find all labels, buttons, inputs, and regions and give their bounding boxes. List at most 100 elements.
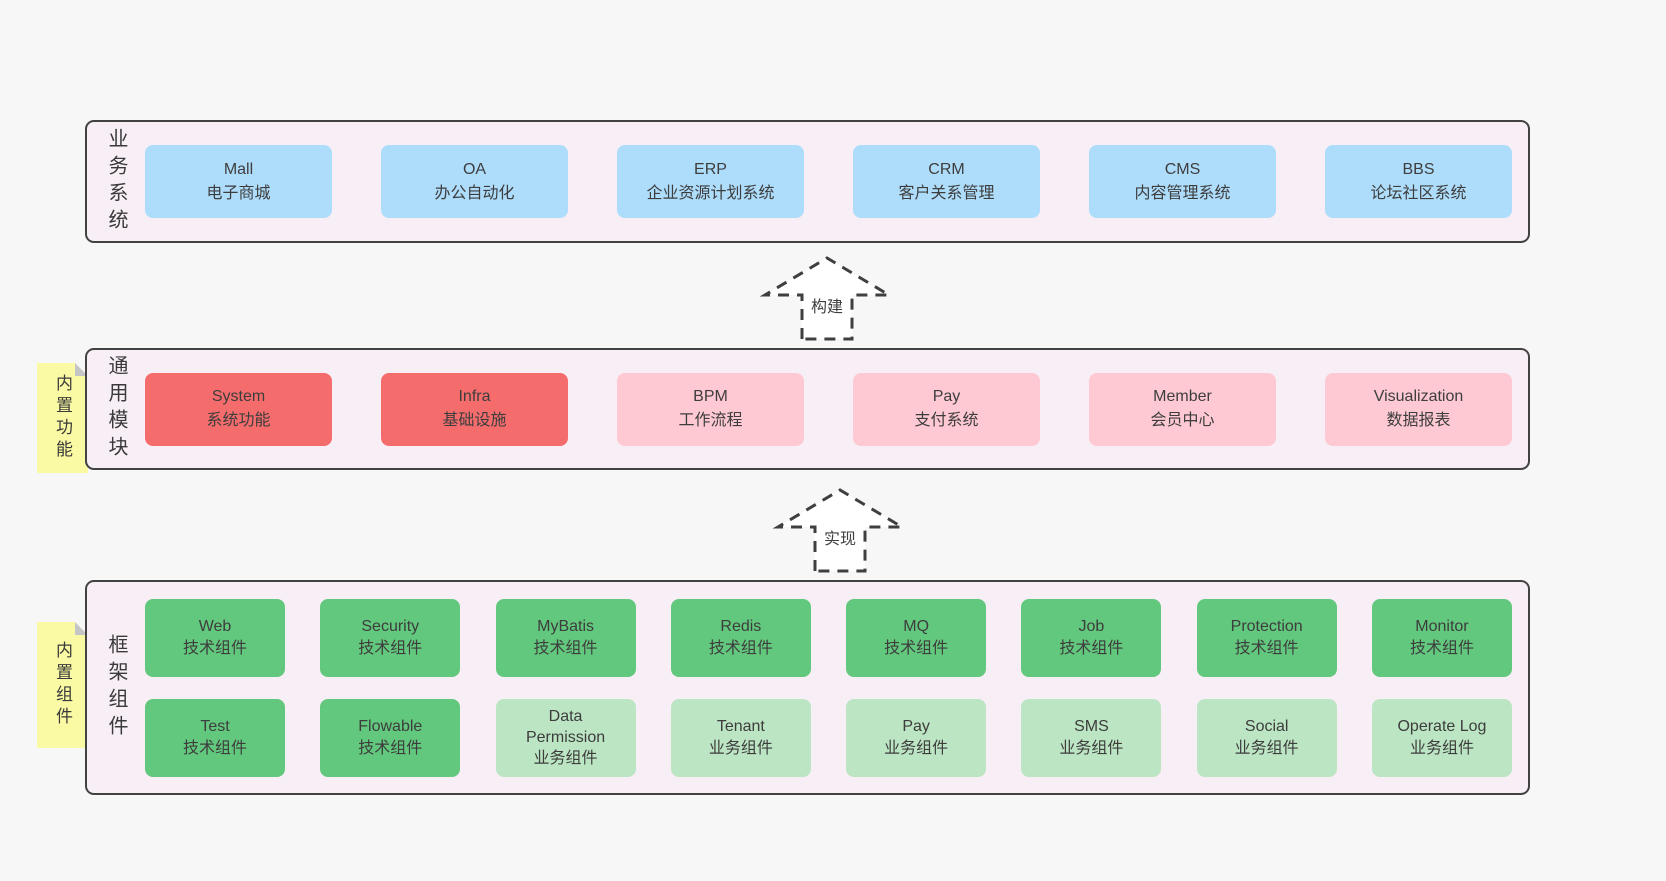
- node-title: Data Permission: [525, 707, 606, 746]
- node-title: Infra: [458, 388, 491, 405]
- node-monitor: Monitor 技术组件: [1371, 598, 1512, 677]
- node-sms: SMS 业务组件: [1021, 698, 1162, 777]
- node-subtitle: 技术组件: [1409, 639, 1474, 657]
- layer-business-systems: 业务系统 Mall 电子商城 OA 办公自动化 ERP 企业资源计划系统 CRM: [85, 120, 1530, 243]
- node-subtitle: 电子商城: [206, 184, 271, 202]
- layer-business-label: 业务系统: [105, 127, 127, 236]
- layer-modules-label: 通用模块: [105, 355, 127, 463]
- node-subtitle: 内容管理系统: [1134, 184, 1231, 202]
- node-title: CMS: [1164, 160, 1201, 178]
- layer-label-column: 框架组件: [87, 582, 145, 793]
- layer-framework-components: 框架组件 Web 技术组件 Security 技术组件 MyBatis 技术组件…: [85, 580, 1530, 795]
- sticky-label: 内置组件: [53, 641, 72, 729]
- node-title: Social: [1244, 718, 1289, 736]
- sticky-note-built-in-functions: 内置功能: [37, 363, 88, 473]
- node-pay-module: Pay 支付系统: [853, 372, 1040, 446]
- node-subtitle: 工作流程: [678, 412, 743, 429]
- node-subtitle: 业务组件: [884, 739, 949, 757]
- node-job: Job 技术组件: [1021, 598, 1162, 677]
- node-title: SMS: [1074, 718, 1109, 736]
- node-title: Monitor: [1415, 618, 1469, 636]
- node-subtitle: 业务组件: [1409, 739, 1474, 757]
- node-subtitle: 技术组件: [884, 639, 949, 657]
- implement-arrow-label: 实现: [824, 530, 856, 548]
- node-protection: Protection 技术组件: [1196, 598, 1337, 677]
- node-title: Redis: [720, 618, 762, 636]
- layer-components-boxes: Web 技术组件 Security 技术组件 MyBatis 技术组件 Redi…: [145, 582, 1528, 793]
- node-title: Test: [200, 718, 230, 736]
- node-title: Job: [1078, 618, 1105, 636]
- node-web: Web 技术组件: [145, 598, 285, 677]
- node-erp: ERP 企业资源计划系统: [617, 145, 804, 218]
- node-crm: CRM 客户关系管理: [853, 145, 1040, 218]
- node-title: MyBatis: [537, 618, 595, 636]
- node-social: Social 业务组件: [1196, 698, 1337, 777]
- node-title: MQ: [903, 618, 930, 636]
- node-mq: MQ 技术组件: [846, 598, 987, 677]
- implement-arrow-icon: 实现: [770, 487, 910, 580]
- node-subtitle: 基础设施: [442, 412, 507, 429]
- node-member: Member 会员中心: [1089, 372, 1276, 446]
- node-subtitle: 系统功能: [206, 412, 271, 429]
- node-cms: CMS 内容管理系统: [1089, 145, 1276, 218]
- node-title: Operate Log: [1397, 718, 1487, 736]
- layer-common-modules: 通用模块 System 系统功能 Infra 基础设施 BPM 工作流程 Pay: [85, 348, 1530, 470]
- node-operate-log: Operate Log 业务组件: [1371, 698, 1512, 777]
- node-title: CRM: [928, 160, 965, 178]
- node-title: BBS: [1402, 160, 1435, 178]
- node-subtitle: 技术组件: [358, 739, 423, 757]
- node-subtitle: 技术组件: [1234, 639, 1299, 657]
- node-subtitle: 业务组件: [708, 739, 773, 757]
- layer-label-column: 通用模块: [87, 350, 145, 468]
- node-title: Tenant: [716, 718, 765, 736]
- node-visualization: Visualization 数据报表: [1325, 372, 1512, 446]
- node-mall: Mall 电子商城: [145, 145, 332, 218]
- node-bpm: BPM 工作流程: [617, 372, 804, 446]
- node-title: Protection: [1230, 618, 1303, 636]
- node-title: Security: [361, 618, 420, 636]
- node-test: Test 技术组件: [145, 698, 285, 777]
- sticky-label: 内置功能: [53, 374, 72, 462]
- node-title: Flowable: [358, 718, 423, 736]
- node-subtitle: 会员中心: [1150, 412, 1215, 429]
- node-oa: OA 办公自动化: [381, 145, 568, 218]
- layer-modules-boxes: System 系统功能 Infra 基础设施 BPM 工作流程 Pay 支付系统…: [145, 350, 1528, 468]
- node-title: Visualization: [1373, 388, 1464, 405]
- node-subtitle: 技术组件: [1059, 639, 1124, 657]
- node-title: ERP: [694, 160, 727, 178]
- node-title: Member: [1153, 388, 1212, 405]
- node-title: Web: [198, 618, 232, 636]
- layer-label-column: 业务系统: [87, 122, 145, 241]
- node-subtitle: 技术组件: [533, 639, 598, 657]
- node-redis: Redis 技术组件: [670, 598, 811, 677]
- node-title: Mall: [223, 160, 254, 178]
- node-subtitle: 技术组件: [182, 639, 247, 657]
- box-row-1: Web 技术组件 Security 技术组件 MyBatis 技术组件 Redi…: [145, 598, 1512, 677]
- up-arrow-icon: [772, 488, 908, 573]
- node-title: Pay: [932, 388, 961, 405]
- node-subtitle: 技术组件: [708, 639, 773, 657]
- node-mybatis: MyBatis 技术组件: [495, 598, 636, 677]
- node-security: Security 技术组件: [320, 598, 461, 677]
- node-system: System 系统功能: [145, 372, 332, 446]
- build-arrow-icon: 构建: [757, 255, 897, 348]
- node-title: OA: [462, 160, 487, 178]
- node-data-permission: Data Permission 业务组件: [495, 698, 636, 777]
- node-bbs: BBS 论坛社区系统: [1325, 145, 1512, 218]
- node-flowable: Flowable 技术组件: [320, 698, 461, 777]
- node-subtitle: 企业资源计划系统: [646, 184, 775, 202]
- node-title: BPM: [693, 388, 728, 405]
- node-title: Pay: [902, 718, 930, 736]
- build-arrow-label: 构建: [811, 298, 843, 316]
- box-row: System 系统功能 Infra 基础设施 BPM 工作流程 Pay 支付系统…: [145, 372, 1512, 446]
- up-arrow-icon: [759, 256, 895, 341]
- node-title: System: [211, 388, 266, 405]
- node-subtitle: 业务组件: [1059, 739, 1124, 757]
- node-subtitle: 客户关系管理: [898, 184, 995, 202]
- node-subtitle: 论坛社区系统: [1370, 184, 1467, 202]
- node-subtitle: 技术组件: [358, 639, 423, 657]
- sticky-note-built-in-components: 内置组件: [37, 622, 88, 748]
- node-tenant: Tenant 业务组件: [670, 698, 811, 777]
- node-subtitle: 办公自动化: [434, 184, 515, 202]
